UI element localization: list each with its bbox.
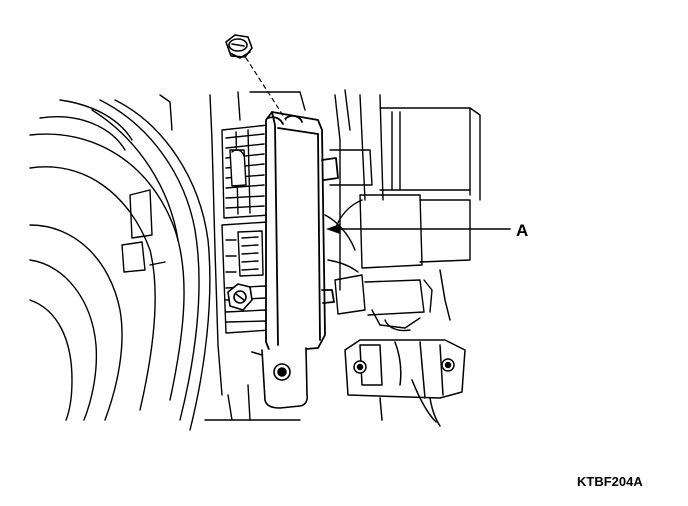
ecm-mounting-tab: [251, 347, 309, 409]
ecm-bolt-lower: [227, 283, 253, 311]
background-structure-right: [324, 89, 481, 332]
lower-right-bracket: [344, 269, 466, 427]
callout-label-a: A: [516, 221, 529, 240]
ecm-housing: [265, 111, 339, 353]
callout-leader-a: [326, 224, 511, 234]
figure-code: KTBF204A: [577, 474, 643, 489]
ecm-connector-upper: [221, 124, 271, 219]
background-structure-left: [29, 94, 211, 431]
mounting-bracket-left: [204, 91, 306, 421]
ecm-connector-lower: [221, 221, 271, 334]
ecm-nut-icon: [225, 34, 253, 59]
nut-install-dashed-line: [245, 57, 287, 121]
